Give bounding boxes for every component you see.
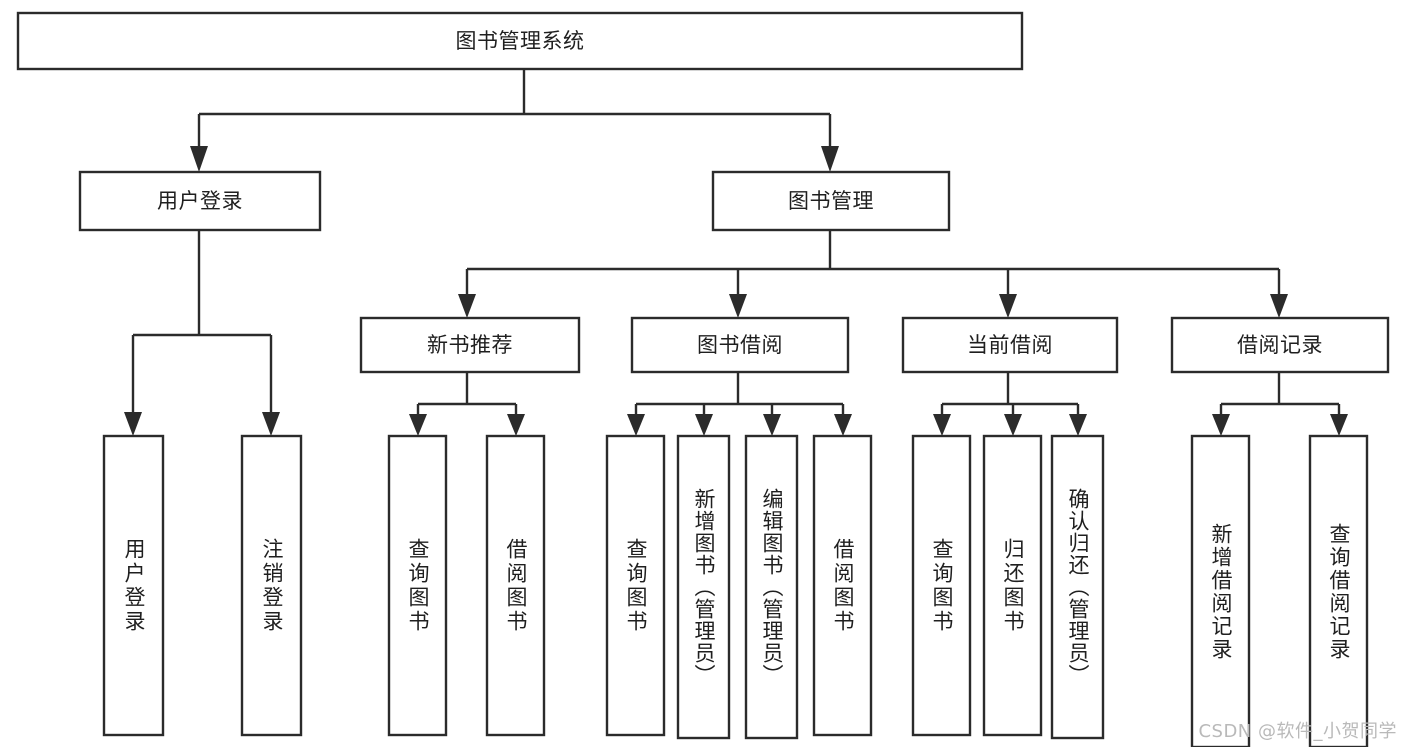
arrow-head-leaf-user-login (124, 412, 142, 436)
edges-manage-to-level3 (458, 230, 1288, 318)
node-book-borrow[interactable]: 图书借阅 (630, 316, 850, 374)
node-book-manage-label: 图书管理 (788, 189, 874, 213)
arrow-head-leaf-rec-add (1212, 414, 1230, 436)
node-leaf-borrow-query-box[interactable] (605, 434, 666, 737)
node-leaf-rec-search-box[interactable] (1308, 434, 1369, 747)
arrow-head-user-login (190, 146, 208, 172)
arrow-head-book-manage (821, 146, 839, 172)
arrow-head-leaf-user-logout (262, 412, 280, 436)
edges-record-to-leaves (1212, 372, 1348, 436)
node-borrow-record-box[interactable] (1170, 316, 1390, 374)
arrow-head-book-borrow (729, 294, 747, 318)
node-leaf-rec-query-box[interactable] (387, 434, 448, 737)
arrow-head-current-borrow (999, 294, 1017, 318)
node-leaf-rec-borrow-box[interactable] (485, 434, 546, 737)
edges-login-to-leaves (124, 230, 280, 436)
edges-root-to-level2 (190, 69, 839, 172)
node-root-label: 图书管理系统 (456, 29, 585, 53)
node-leaf-user-login-box[interactable] (102, 434, 165, 737)
node-user-login-box[interactable] (78, 170, 322, 232)
node-book-borrow-label: 图书借阅 (697, 333, 783, 357)
node-new-book-rec-label: 新书推荐 (427, 333, 513, 357)
node-book-manage[interactable]: 图书管理 (711, 170, 951, 232)
node-leaf-borrow-add-box[interactable] (676, 434, 731, 740)
node-leaf-rec-add-box[interactable] (1190, 434, 1251, 747)
node-current-borrow-label: 当前借阅 (967, 333, 1053, 357)
node-book-borrow-box[interactable] (630, 316, 850, 374)
node-leaf-borrow-edit-box[interactable] (744, 434, 799, 740)
arrow-head-leaf-rec-search (1330, 414, 1348, 436)
node-borrow-record-label: 借阅记录 (1237, 333, 1323, 357)
edges-borrow-to-leaves (627, 372, 852, 436)
node-current-borrow-box[interactable] (901, 316, 1119, 374)
arrow-head-leaf-borrow-add (695, 414, 713, 436)
arrow-head-leaf-borrow-query (627, 414, 645, 436)
arrow-head-leaf-cur-confirm (1069, 414, 1087, 436)
node-leaf-cur-return-box[interactable] (982, 434, 1043, 737)
node-leaf-cur-confirm-box[interactable] (1050, 434, 1105, 740)
arrow-head-new-book-rec (458, 294, 476, 318)
node-root-box[interactable] (16, 11, 1024, 71)
node-borrow-record[interactable]: 借阅记录 (1170, 316, 1390, 374)
arrow-head-leaf-rec-borrow (507, 414, 525, 436)
leaf-boxes (102, 434, 1369, 747)
node-leaf-user-logout-box[interactable] (240, 434, 303, 737)
arrow-head-leaf-borrow-do (834, 414, 852, 436)
node-user-login[interactable]: 用户登录 (78, 170, 322, 232)
edges-current-to-leaves (933, 372, 1087, 436)
arrow-head-leaf-cur-query (933, 414, 951, 436)
arrow-head-leaf-cur-return (1004, 414, 1022, 436)
arrow-head-leaf-borrow-edit (763, 414, 781, 436)
node-current-borrow[interactable]: 当前借阅 (901, 316, 1119, 374)
edges-rec-to-leaves (409, 372, 525, 436)
node-book-manage-box[interactable] (711, 170, 951, 232)
node-root[interactable]: 图书管理系统 (16, 11, 1024, 71)
arrow-head-borrow-record (1270, 294, 1288, 318)
node-leaf-borrow-do-box[interactable] (812, 434, 873, 737)
arrow-head-leaf-rec-query (409, 414, 427, 436)
node-leaf-cur-query-box[interactable] (911, 434, 972, 737)
node-new-book-rec-box[interactable] (359, 316, 581, 374)
node-user-login-label: 用户登录 (157, 189, 243, 213)
node-new-book-rec[interactable]: 新书推荐 (359, 316, 581, 374)
watermark-text: CSDN @软件_小贺同学 (1198, 721, 1397, 742)
